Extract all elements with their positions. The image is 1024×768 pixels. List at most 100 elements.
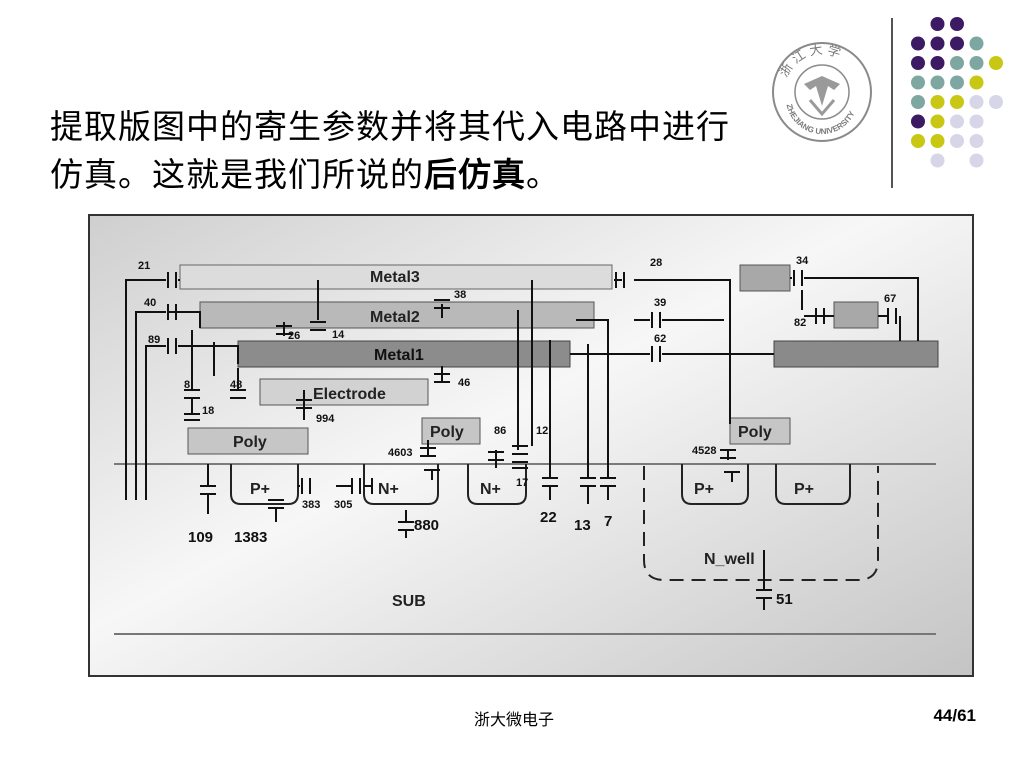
decorative-dot — [930, 56, 945, 70]
poly-mid-label: Poly — [430, 424, 464, 441]
p-plus-well-2-diffusion — [775, 464, 851, 505]
label-c82: 82 — [794, 317, 806, 329]
label-c89: 89 — [148, 334, 160, 346]
metal2-layer — [199, 301, 595, 329]
cap-39 — [651, 312, 661, 328]
title-line-2-prefix: 仿真。这就是我们所说的 — [50, 155, 424, 194]
label-c12: 12 — [536, 425, 548, 437]
cap-82 — [815, 308, 825, 324]
footer-org: 浙大微电子 — [473, 710, 554, 729]
cap-22 — [542, 477, 558, 500]
decorative-dot — [930, 17, 945, 31]
cap-n-plus-side — [364, 478, 373, 494]
cap-8 — [184, 389, 200, 414]
cap-38 — [434, 299, 450, 309]
poly-right-label: Poly — [738, 424, 772, 441]
cap-994 — [296, 390, 312, 420]
n-plus-1-diffusion — [363, 464, 439, 505]
label-c1383: 1383 — [234, 529, 267, 546]
decorative-dot — [950, 75, 964, 90]
cap-n-plus-2 — [424, 469, 440, 480]
cap-p-plus-well-1 — [724, 471, 740, 482]
decorative-dot — [911, 36, 925, 51]
cap-48 — [230, 389, 246, 399]
decorative-dot — [969, 114, 984, 129]
post-layout-parasitic-diagram: Metal3 Metal2 Metal1 Electrode Poly Poly… — [88, 214, 974, 677]
decorative-dot — [950, 56, 964, 70]
metal3-label: Metal3 — [370, 269, 420, 286]
slide-title: 提取版图中的寄生参数并将其代入电路中进行 仿真。这就是我们所说的后仿真。 — [50, 103, 850, 199]
cap-12 — [512, 445, 528, 455]
metal2-label: Metal2 — [370, 309, 420, 326]
n-plus-1-label: N+ — [378, 481, 399, 498]
label-c22: 22 — [540, 509, 557, 526]
cap-4528 — [720, 449, 736, 459]
decorative-dot — [969, 36, 984, 51]
header-divider — [891, 18, 893, 188]
label-c8: 8 — [184, 379, 190, 391]
title-line-2-suffix: 。 — [526, 155, 560, 194]
right-small-block-1 — [739, 264, 791, 292]
right-small-block-2 — [833, 301, 879, 329]
capacitor-symbols — [167, 270, 897, 610]
label-c46: 46 — [458, 377, 470, 389]
cap-7 — [600, 477, 616, 500]
cap-305 — [336, 478, 361, 494]
label-c17: 17 — [516, 477, 528, 489]
electrode-layer — [259, 378, 429, 406]
label-c28: 28 — [650, 257, 662, 269]
decorative-dot — [950, 95, 964, 109]
cap-21 — [167, 272, 177, 288]
label-c40: 40 — [144, 297, 156, 309]
decorative-dot — [969, 153, 984, 168]
title-line-2: 仿真。这就是我们所说的后仿真。 — [50, 151, 850, 199]
right-metal-bar — [773, 340, 939, 368]
label-c4528: 4528 — [692, 445, 716, 457]
decorative-dot — [930, 134, 945, 148]
cap-109 — [200, 485, 216, 514]
university-seal-logo: 浙 江 大 学 ZHEJIANG UNIVERSITY — [772, 42, 872, 142]
decorative-dot — [911, 95, 925, 109]
poly-left-label: Poly — [233, 434, 267, 451]
label-c305: 305 — [334, 499, 352, 511]
cap-34 — [793, 270, 803, 286]
p-plus-well-1-label: P+ — [694, 481, 714, 498]
substrate-region — [114, 463, 936, 635]
label-c880: 880 — [414, 517, 439, 534]
decorative-dot — [911, 134, 925, 148]
cap-13 — [580, 477, 596, 504]
seal-top-text: 浙 江 大 学 — [776, 42, 843, 80]
cap-18 — [184, 413, 200, 421]
cap-86 — [488, 450, 504, 468]
decorative-dot — [911, 56, 925, 70]
sub-label: SUB — [392, 593, 426, 610]
title-bold-term: 后仿真 — [424, 155, 526, 194]
decorative-dot — [930, 36, 945, 51]
decorative-dot — [950, 114, 964, 129]
label-c13: 13 — [574, 517, 591, 534]
cap-14 — [310, 321, 326, 331]
label-c7: 7 — [604, 513, 612, 530]
decorative-dot — [950, 134, 964, 148]
cap-28 — [615, 272, 625, 288]
diffusion-labels: P+ N+ N+ P+ P+ N_well SUB — [250, 481, 814, 610]
cap-26 — [276, 325, 292, 335]
p-plus-left-label: P+ — [250, 481, 270, 498]
label-c67: 67 — [884, 293, 896, 305]
metal3-layer — [179, 264, 613, 290]
label-c109: 109 — [188, 529, 213, 546]
layer-stack: Metal3 Metal2 Metal1 Electrode Poly Poly… — [179, 264, 939, 455]
label-c18: 18 — [202, 405, 214, 417]
n-well-boundary — [643, 466, 879, 581]
cap-40 — [167, 304, 177, 320]
decorative-dot — [969, 56, 984, 70]
label-c39: 39 — [654, 297, 666, 309]
cap-17 — [512, 461, 528, 469]
title-line-1: 提取版图中的寄生参数并将其代入电路中进行 — [50, 107, 730, 146]
decorative-dot — [950, 36, 964, 51]
poly-left-layer — [187, 427, 309, 455]
page-number: 44/61 — [933, 706, 976, 725]
interconnect-wires — [125, 277, 919, 590]
poly-right-layer — [729, 417, 791, 445]
cap-1383 — [268, 499, 284, 522]
